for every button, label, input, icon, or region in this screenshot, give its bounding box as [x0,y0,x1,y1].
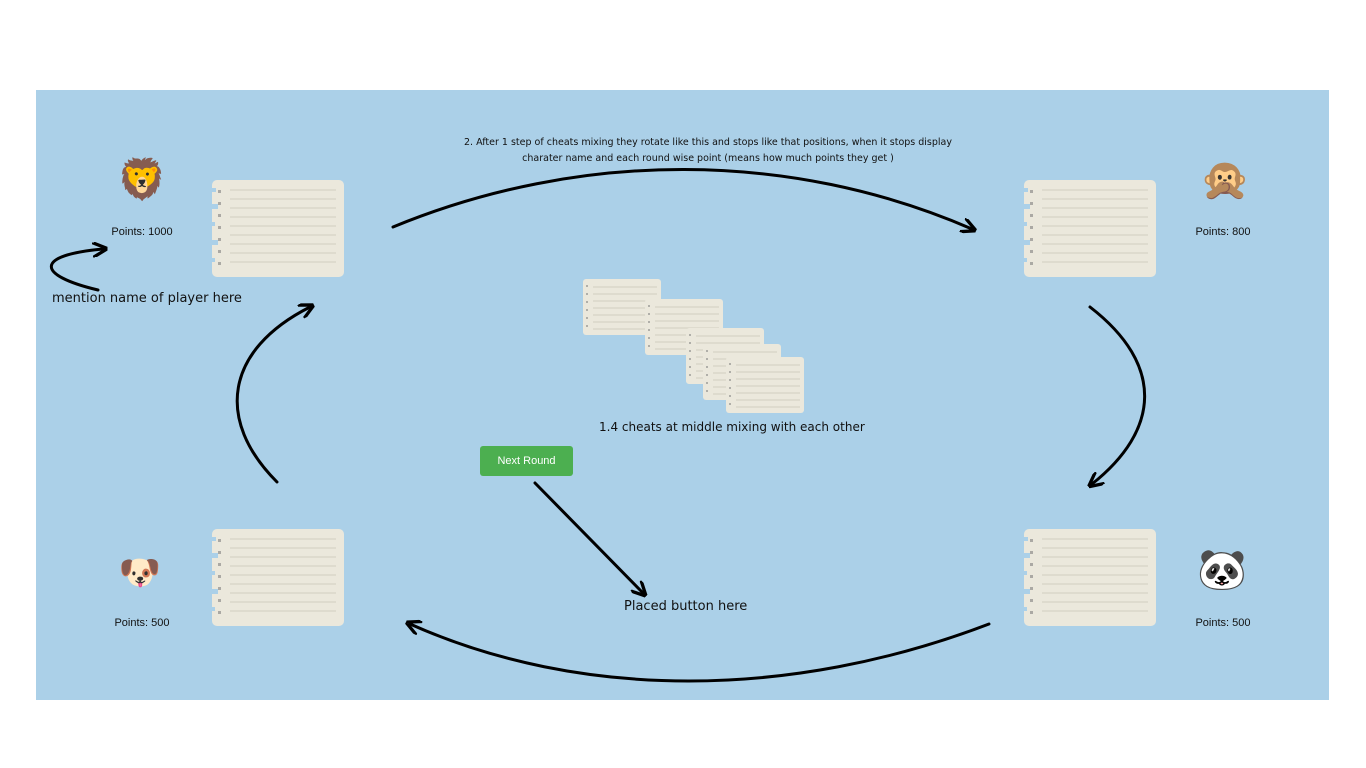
next-round-button[interactable]: Next Round [480,446,573,476]
step-two-note: 2. After 1 step of cheats mixing they ro… [464,137,952,164]
monkey-avatar-icon: 🙊 [1200,158,1250,202]
lion-avatar-icon: 🦁 [117,158,167,202]
player-points: Points: 500 [114,617,170,629]
dog-avatar-icon: 🐶 [118,554,162,592]
player-points: Points: 500 [1195,617,1251,629]
panda-avatar-icon: 🐼 [1197,548,1247,592]
button-annotation: Placed button here [624,599,748,614]
step-one-note: 1.4 cheats at middle mixing with each ot… [599,420,865,434]
player-points: Points: 800 [1195,226,1251,238]
name-annotation: mention name of player here [52,291,242,306]
player-points: Points: 1000 [111,226,173,238]
